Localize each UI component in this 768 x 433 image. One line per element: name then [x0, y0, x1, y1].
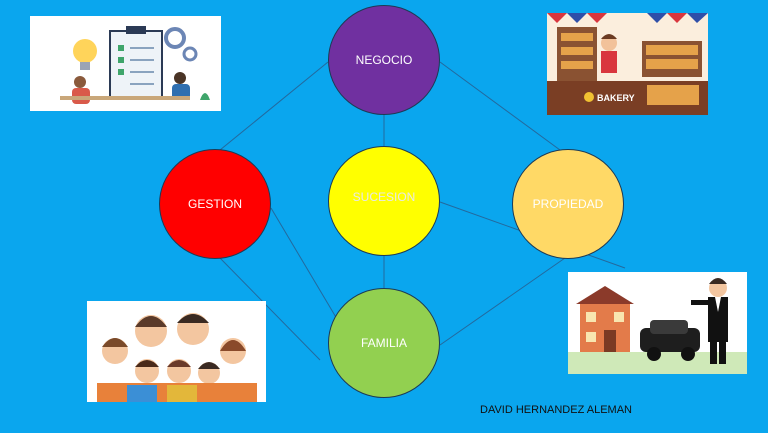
node-familia-label: FAMILIA	[360, 336, 407, 350]
node-familia: FAMILIA	[328, 288, 440, 398]
bakery-sign: BAKERY	[597, 93, 635, 103]
node-sucesion: SUCESION	[328, 146, 440, 256]
line-propiedad-familia	[439, 257, 566, 346]
line-negocio-propiedad	[439, 61, 561, 151]
line-gestion-familia	[219, 257, 321, 361]
family-illustration	[87, 301, 266, 402]
node-propiedad-label: PROPIEDAD	[532, 197, 604, 211]
node-negocio: NEGOCIO	[328, 5, 440, 115]
node-sucesion-label: SUCESION	[352, 190, 416, 204]
node-propiedad: PROPIEDAD	[512, 149, 624, 259]
author-name: DAVID HERNANDEZ ALEMAN	[480, 404, 632, 416]
node-gestion-label: GESTION	[187, 197, 242, 211]
bakery-illustration: BAKERY	[547, 13, 708, 115]
node-negocio-label: NEGOCIO	[355, 53, 413, 67]
node-gestion: GESTION	[159, 149, 271, 259]
property-illustration	[568, 272, 747, 374]
office-illustration	[30, 16, 221, 111]
line-negocio-gestion	[219, 61, 329, 151]
